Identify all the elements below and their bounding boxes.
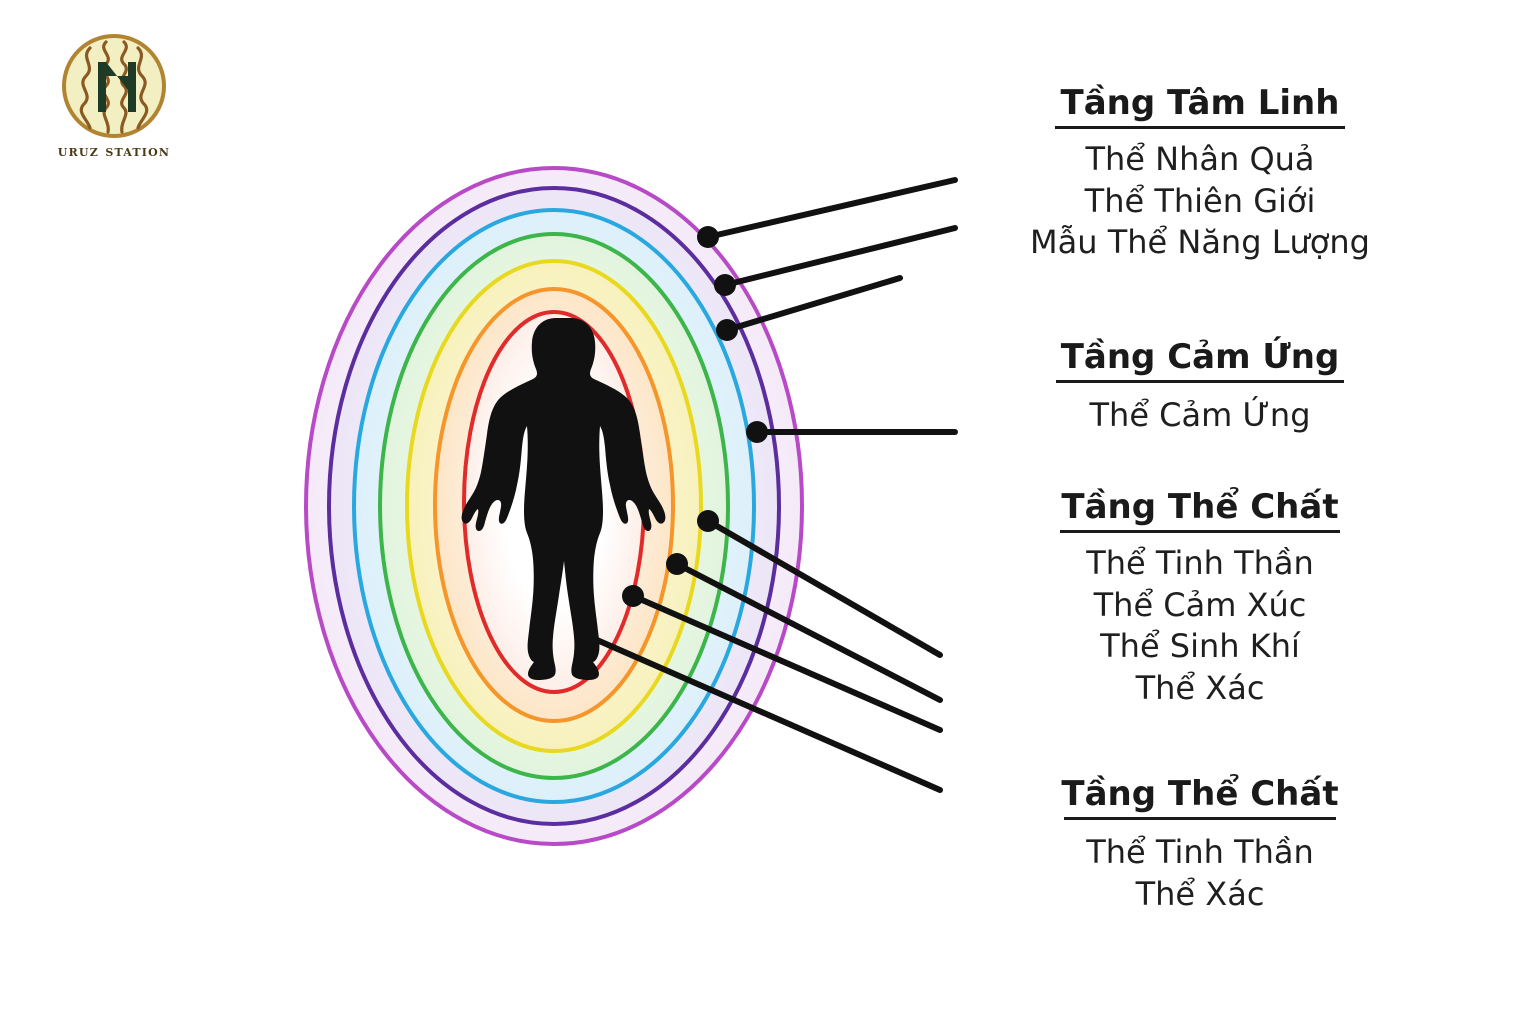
label-group-astral: Tầng Cảm Ứng Thể Cảm Ứng: [900, 338, 1500, 437]
dot-the-cam-xuc: [666, 553, 688, 575]
label-panel: Tầng Tâm Linh Thể Nhân Quả Thể Thiên Giớ…: [900, 0, 1520, 1024]
group-items-physical-secondary: Thể Tinh Thần Thể Xác: [900, 832, 1500, 915]
dot-the-nhan-qua: [697, 226, 719, 248]
list-item: Thể Xác: [1135, 668, 1265, 707]
list-item: Thể Cảm Ứng: [1089, 396, 1311, 435]
group-heading-physical-primary: Tầng Thể Chất: [1061, 487, 1339, 527]
dot-the-tinh-than: [697, 510, 719, 532]
list-item: Mẫu Thể Năng Lượng: [1030, 223, 1370, 262]
dot-mau-the-nang-luong: [716, 319, 738, 341]
connector-the-thien-gioi: [722, 225, 958, 288]
heading-rule-astral: [1056, 380, 1344, 384]
connector-mau-the-nang-luong: [724, 275, 903, 333]
logo-block: URUZ STATION: [34, 32, 194, 160]
list-item: Thể Sinh Khí: [1100, 627, 1300, 666]
group-heading-spiritual: Tầng Tâm Linh: [1060, 83, 1340, 123]
uruz-rune-icon: [62, 34, 166, 138]
connector-the-sinh-khi: [630, 593, 943, 733]
list-item: Thể Thiên Giới: [1084, 181, 1316, 220]
group-items-physical-primary: Thể Tinh Thần Thể Cảm Xúc Thể Sinh Khí T…: [900, 543, 1500, 709]
list-item: Thể Tinh Thần: [1086, 833, 1314, 872]
connector-lines: [594, 177, 958, 793]
dot-the-thien-gioi: [714, 274, 736, 296]
heading-rule-physical-secondary: [1064, 817, 1336, 821]
dot-the-sinh-khi: [622, 585, 644, 607]
connector-dots: [622, 226, 768, 607]
label-group-spiritual: Tầng Tâm Linh Thể Nhân Quả Thể Thiên Giớ…: [900, 84, 1500, 264]
dot-the-cam-ung: [746, 421, 768, 443]
group-heading-physical-secondary: Tầng Thể Chất: [1061, 774, 1339, 814]
list-item: Thể Nhân Quả: [1085, 140, 1315, 179]
label-group-physical-primary: Tầng Thể Chất Thể Tinh Thần Thể Cảm Xúc …: [900, 488, 1500, 709]
heading-rule-physical-primary: [1060, 530, 1340, 534]
connector-the-xac: [594, 637, 943, 793]
aura-rings: [304, 166, 804, 846]
logo-wordmark: URUZ STATION: [57, 142, 171, 160]
label-group-physical-secondary: Tầng Thể Chất Thể Tinh Thần Thể Xác: [900, 775, 1500, 915]
connector-the-tinh-than: [705, 518, 943, 658]
connector-the-cam-xuc: [674, 561, 943, 703]
group-heading-astral: Tầng Cảm Ứng: [1060, 337, 1340, 377]
list-item: Thể Tinh Thần: [1086, 544, 1314, 583]
connector-the-nhan-qua: [705, 177, 958, 240]
human-silhouette: [461, 318, 666, 680]
group-items-astral: Thể Cảm Ứng: [900, 395, 1500, 437]
list-item: Thể Cảm Xúc: [1093, 585, 1307, 624]
list-item: Thể Xác: [1135, 874, 1265, 913]
group-items-spiritual: Thể Nhân Quả Thể Thiên Giới Mẫu Thể Năng…: [900, 139, 1500, 264]
heading-rule-spiritual: [1055, 126, 1345, 130]
